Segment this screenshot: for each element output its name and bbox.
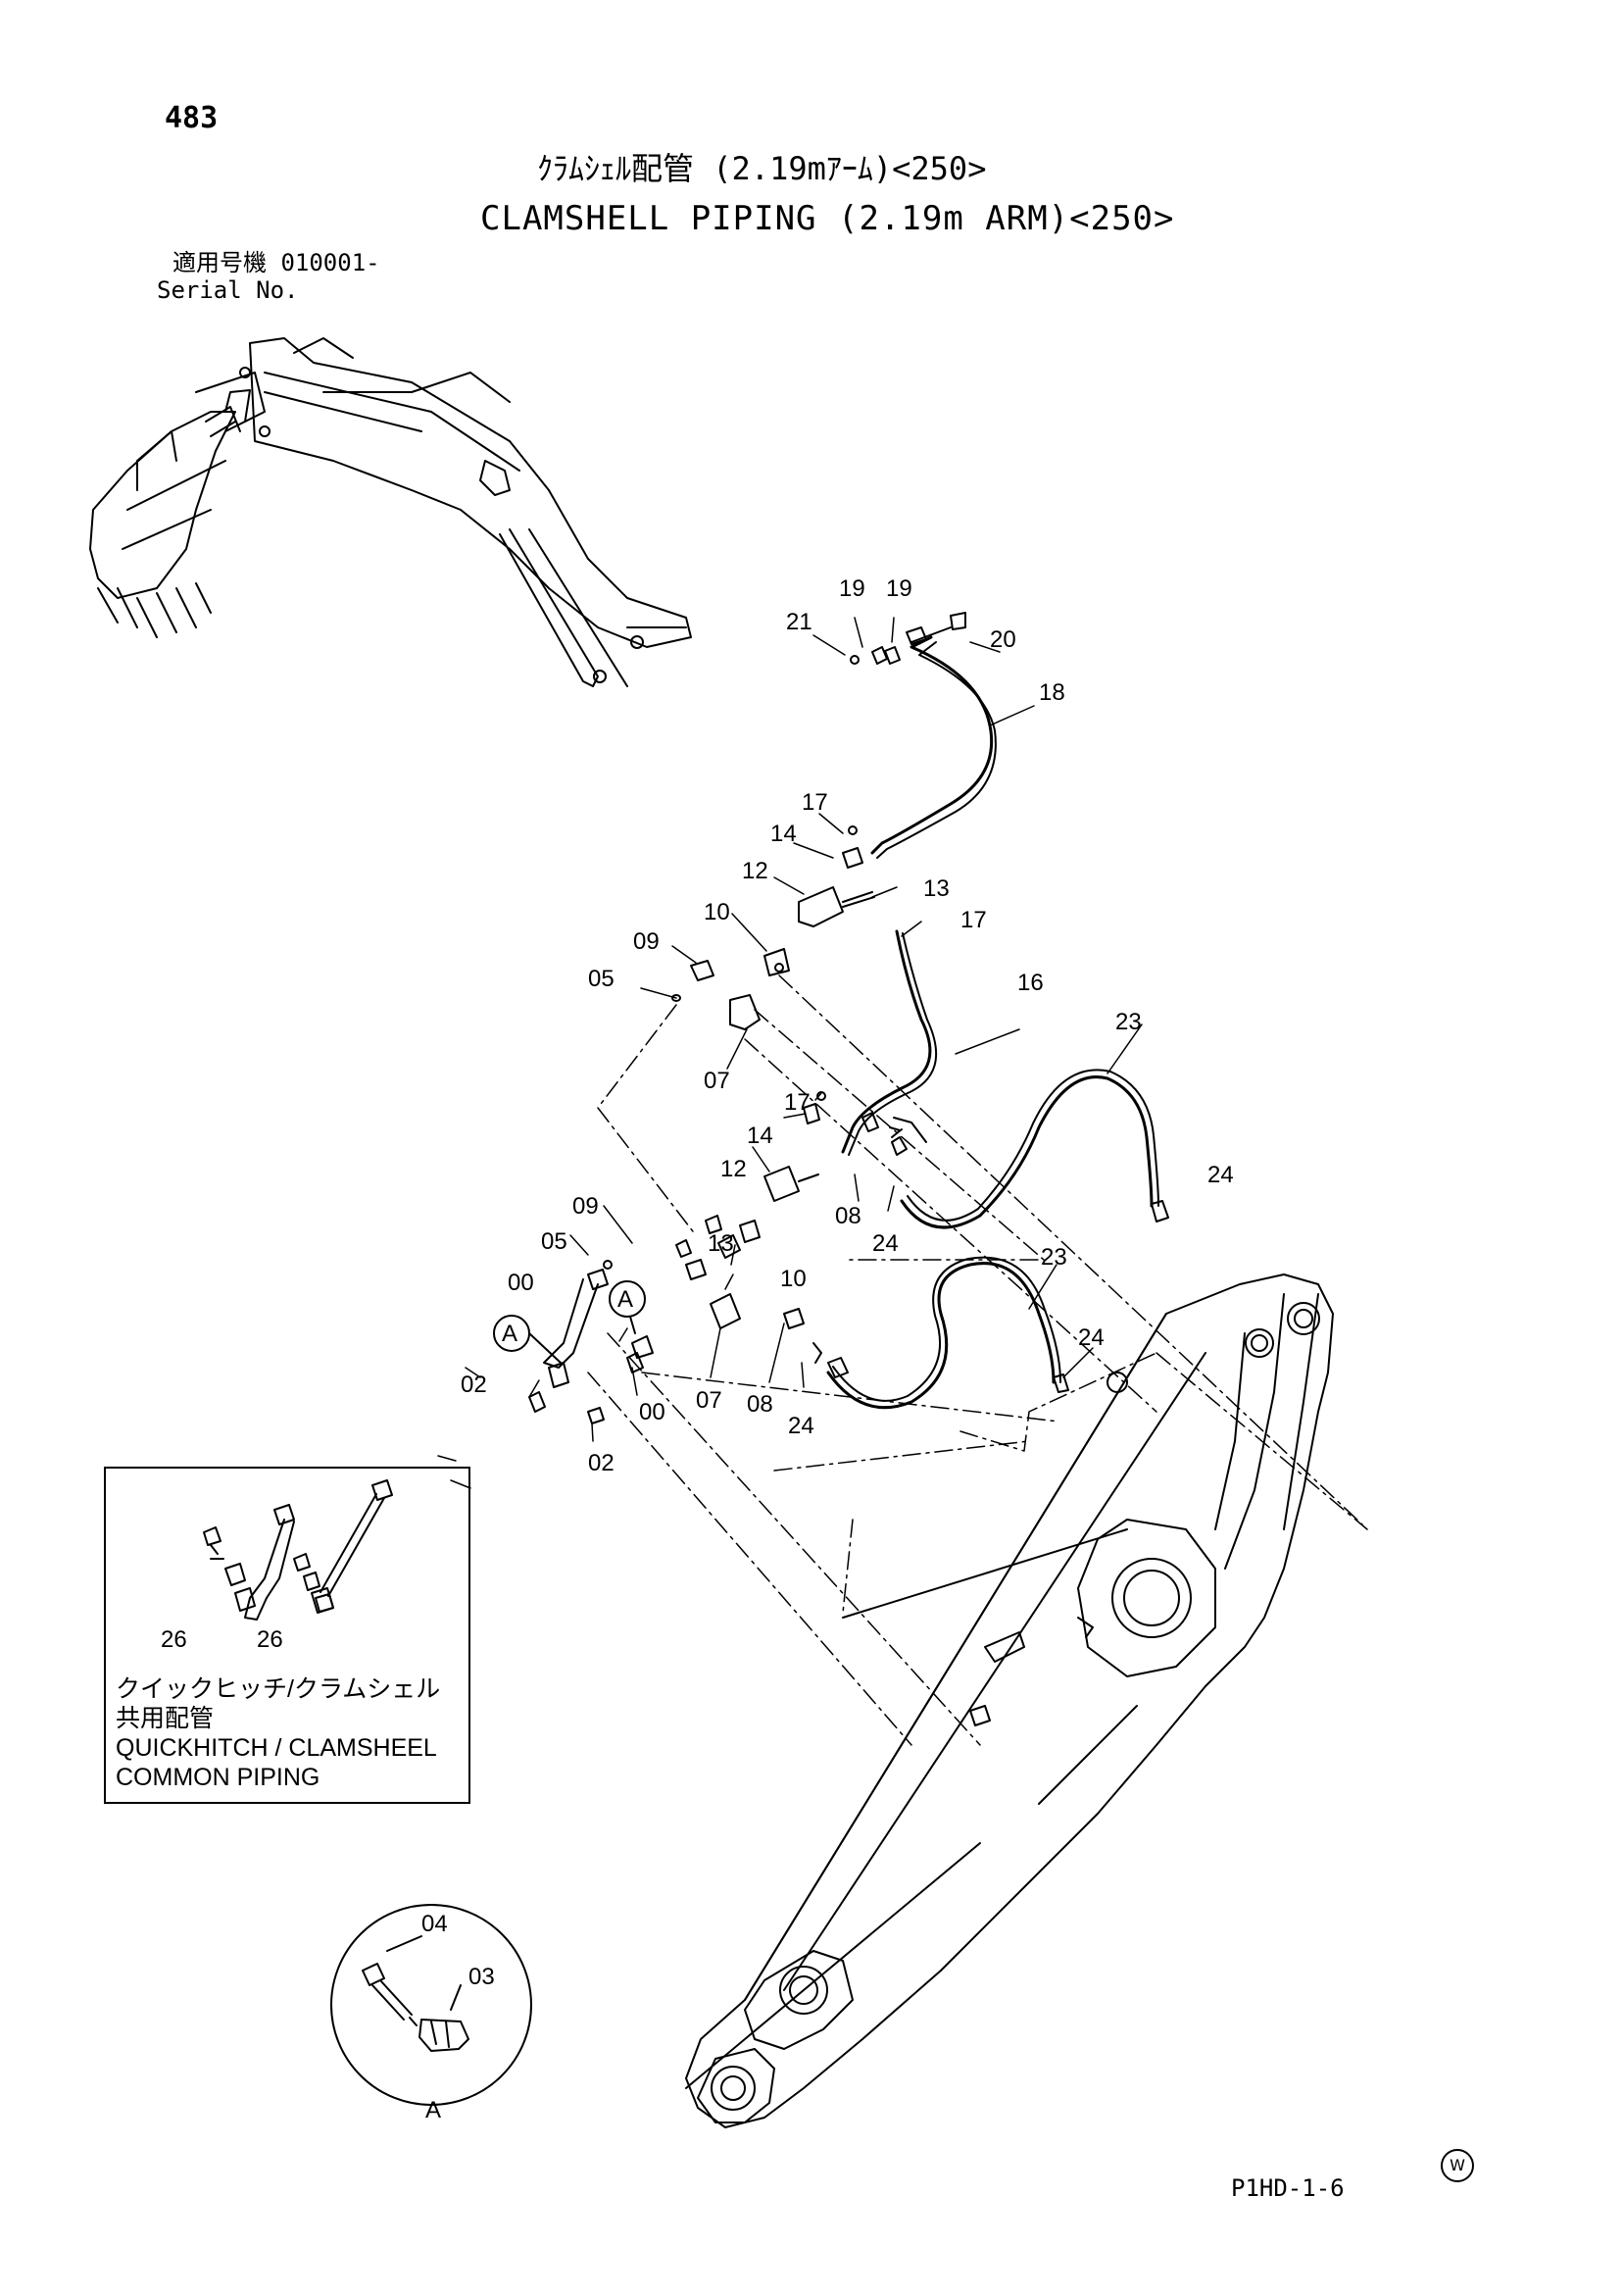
callout-08-a: 08 <box>835 1203 861 1229</box>
callout-24-a: 24 <box>1207 1162 1234 1188</box>
callout-16: 16 <box>1017 970 1044 996</box>
fittings <box>528 612 1169 1424</box>
callout-00-b: 00 <box>639 1399 665 1425</box>
callout-labels: 19 19 20 21 18 17 14 12 13 17 09 10 05 1… <box>161 575 1234 2123</box>
page-number: 483 <box>165 101 219 135</box>
inset-caption: クイックヒッチ/クラムシェル 共用配管 QUICKHITCH / CLAMSHE… <box>116 1674 440 1792</box>
callout-18: 18 <box>1039 679 1065 706</box>
callout-24-c: 24 <box>1078 1324 1105 1351</box>
callout-26-b: 26 <box>257 1626 283 1653</box>
callout-17-c: 17 <box>784 1089 811 1116</box>
callout-17-b: 17 <box>960 907 987 933</box>
detail-a-label: A <box>425 2097 441 2123</box>
callout-02-b: 02 <box>588 1450 615 1476</box>
inset-common-piping-box <box>104 1467 470 1804</box>
callout-08-b: 08 <box>747 1391 773 1418</box>
serial-label-japanese: 適用号機 010001- <box>172 249 380 276</box>
inset-caption-en-2: COMMON PIPING <box>116 1764 320 1791</box>
callout-07-a: 07 <box>704 1068 730 1094</box>
callout-14-a: 14 <box>770 821 797 847</box>
callout-19-a: 19 <box>839 575 865 602</box>
inset-parts <box>203 1479 393 1621</box>
arm-outline <box>685 1273 1334 2128</box>
callout-00-a: 00 <box>508 1270 534 1296</box>
callout-13-b: 13 <box>708 1230 734 1257</box>
callout-23-b: 23 <box>1041 1244 1067 1271</box>
callout-12-b: 12 <box>720 1156 747 1182</box>
hoses <box>826 635 1159 1410</box>
serial-label-english: Serial No. <box>157 276 299 304</box>
document-code: P1HD-1-6 <box>1231 2174 1345 2202</box>
inset-caption-jp-2: 共用配管 <box>116 1705 215 1732</box>
callout-23-a: 23 <box>1115 1009 1142 1035</box>
callout-10-b: 10 <box>780 1266 807 1292</box>
callout-05-b: 05 <box>541 1228 567 1255</box>
callout-10-a: 10 <box>704 899 730 925</box>
w-circle-mark: W <box>1441 2149 1474 2182</box>
callout-19-b: 19 <box>886 575 912 602</box>
leader-lines <box>437 617 1143 1489</box>
view-marker-circles <box>493 1280 646 1364</box>
center-lines <box>587 974 1368 1746</box>
callout-04: 04 <box>421 1911 448 1937</box>
callout-05-a: 05 <box>588 966 615 992</box>
callout-09-a: 09 <box>633 928 660 955</box>
callout-21: 21 <box>786 609 812 635</box>
callout-09-b: 09 <box>572 1193 599 1220</box>
callout-07-b: 07 <box>696 1387 722 1414</box>
inset-caption-jp-1: クイックヒッチ/クラムシェル <box>116 1675 441 1703</box>
title-japanese: ｸﾗﾑｼｪﾙ配管 (2.19mｱｰﾑ)<250> <box>537 150 987 187</box>
overview-excavator-sketch <box>89 337 692 687</box>
callout-a-left: A <box>502 1321 517 1347</box>
callout-14-b: 14 <box>747 1123 773 1149</box>
callout-13-a: 13 <box>923 875 950 902</box>
callout-17-a: 17 <box>802 789 828 816</box>
inset-caption-en-1: QUICKHITCH / CLAMSHEEL <box>116 1734 437 1762</box>
callout-26-a: 26 <box>161 1626 187 1653</box>
callout-03: 03 <box>468 1964 495 1990</box>
callout-24-d: 24 <box>788 1413 814 1439</box>
callout-20: 20 <box>990 626 1016 653</box>
callout-12-a: 12 <box>742 858 768 884</box>
detail-a <box>330 1904 532 2106</box>
callout-a-right: A <box>617 1286 633 1313</box>
title-english: CLAMSHELL PIPING (2.19m ARM)<250> <box>480 199 1175 238</box>
callout-24-b: 24 <box>872 1230 899 1257</box>
callout-02-a: 02 <box>461 1372 487 1398</box>
